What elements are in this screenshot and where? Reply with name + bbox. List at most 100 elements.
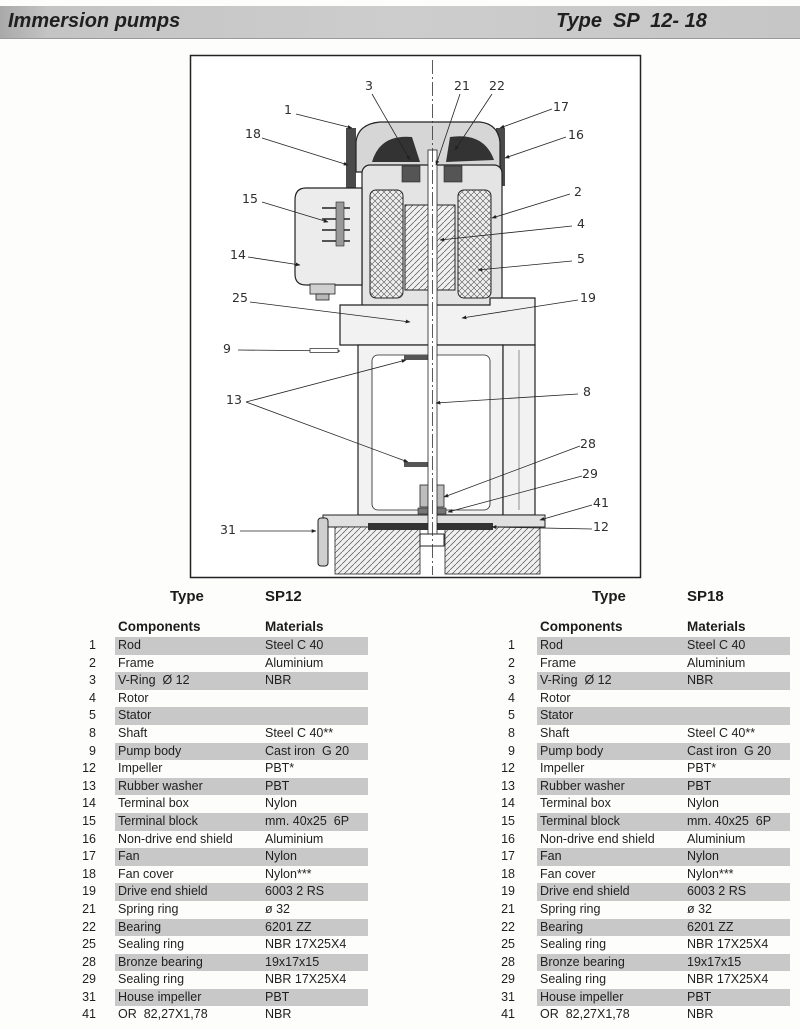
material-name: 6201 ZZ: [687, 918, 790, 937]
callout-31: 31: [220, 522, 236, 537]
material-name: NBR 17X25X4: [265, 937, 347, 952]
material-name: NBR: [687, 672, 790, 690]
material-name: PBT*: [687, 761, 717, 776]
row-number: 21: [82, 901, 96, 916]
component-name: Fan cover: [118, 866, 174, 881]
row-spacer: [515, 813, 537, 831]
row-number: 19: [82, 884, 96, 899]
row-number: 16: [501, 831, 515, 846]
material-name: 6003 2 RS: [687, 883, 790, 901]
callout-2: 2: [574, 184, 582, 199]
component-name: Drive end shield: [115, 883, 265, 901]
row-number: 4: [508, 690, 515, 705]
material-name: mm. 40x25 6P: [687, 812, 790, 831]
component-name: Fan: [115, 848, 265, 866]
row-spacer: [96, 655, 115, 673]
leader-line-5: [477, 260, 573, 272]
row-number: 41: [82, 1007, 96, 1022]
header-bar: Immersion pumps Type SP 12- 18: [0, 6, 800, 39]
component-name: Drive end shield: [537, 883, 687, 901]
row-spacer: [515, 989, 537, 1007]
component-name: Pump body: [115, 742, 265, 761]
callout-21: 21: [454, 78, 470, 93]
component-name: Pump body: [537, 742, 687, 761]
house-impeller: [317, 517, 329, 567]
component-name: V-Ring Ø 12: [537, 672, 687, 690]
row-spacer: [96, 690, 115, 708]
leader-line-2: [491, 193, 571, 219]
material-name: [687, 690, 790, 708]
component-name: Stator: [537, 707, 687, 725]
sp12-components-header: Components: [118, 619, 201, 634]
callout-14: 14: [230, 247, 246, 262]
material-name: Aluminium: [687, 831, 746, 846]
row-number: 31: [501, 989, 515, 1004]
leader-line-3: [371, 93, 411, 161]
row-spacer: [96, 707, 115, 725]
component-name: Terminal block: [115, 812, 265, 831]
row-number: 5: [89, 708, 96, 723]
callout-9: 9: [223, 341, 231, 356]
row-spacer: [515, 795, 537, 813]
material-name: NBR 17X25X4: [687, 972, 769, 987]
callout-8: 8: [583, 384, 591, 399]
leader-line-22: [454, 93, 493, 151]
material-name: 6003 2 RS: [265, 883, 368, 901]
row-spacer: [515, 919, 537, 937]
material-name: NBR 17X25X4: [265, 972, 347, 987]
row-number: 29: [82, 972, 96, 987]
row-spacer: [515, 655, 537, 673]
terminal-box-body: [294, 187, 363, 286]
row-spacer: [515, 672, 537, 690]
top-bearing-left: [401, 165, 421, 183]
row-spacer: [515, 743, 537, 761]
top-bearing-right: [443, 165, 463, 183]
material-name: [265, 690, 368, 708]
row-spacer: [96, 936, 115, 954]
callout-3: 3: [365, 78, 373, 93]
component-name: Shaft: [540, 725, 570, 740]
callout-19: 19: [580, 290, 596, 305]
component-name: Non-drive end shield: [540, 831, 655, 846]
row-spacer: [96, 725, 115, 743]
sp18-components-header: Components: [540, 619, 623, 634]
component-name: V-Ring Ø 12: [115, 672, 265, 690]
row-spacer: [96, 637, 115, 655]
row-spacer: [515, 760, 537, 778]
callout-25: 25: [232, 290, 248, 305]
component-name: Frame: [118, 655, 155, 670]
material-name: Cast iron G 20: [687, 742, 790, 761]
row-number: 19: [501, 884, 515, 899]
row-spacer: [515, 725, 537, 743]
table-row: 16 Non-drive end shield Aluminium: [479, 831, 790, 849]
material-name: PBT: [265, 988, 368, 1007]
row-number: 2: [508, 655, 515, 670]
callout-13: 13: [226, 392, 242, 407]
row-spacer: [96, 778, 115, 796]
row-number: 3: [89, 673, 96, 688]
material-name: Steel C 40**: [265, 725, 334, 740]
leader-line-15: [261, 201, 329, 223]
material-name: Nylon: [265, 796, 297, 811]
callout-41: 41: [593, 495, 609, 510]
component-name: Bronze bearing: [115, 953, 265, 972]
component-name: Sealing ring: [540, 937, 607, 952]
cable-gland: [309, 283, 336, 295]
callout-labels: 3 21 22 17 1 16 18 2 15 4 14 5 25 19 9 8…: [220, 78, 609, 537]
rubber-washer-upper: [404, 355, 428, 360]
row-spacer: [96, 971, 115, 989]
row-number: 16: [82, 831, 96, 846]
row-number: 13: [501, 778, 515, 793]
